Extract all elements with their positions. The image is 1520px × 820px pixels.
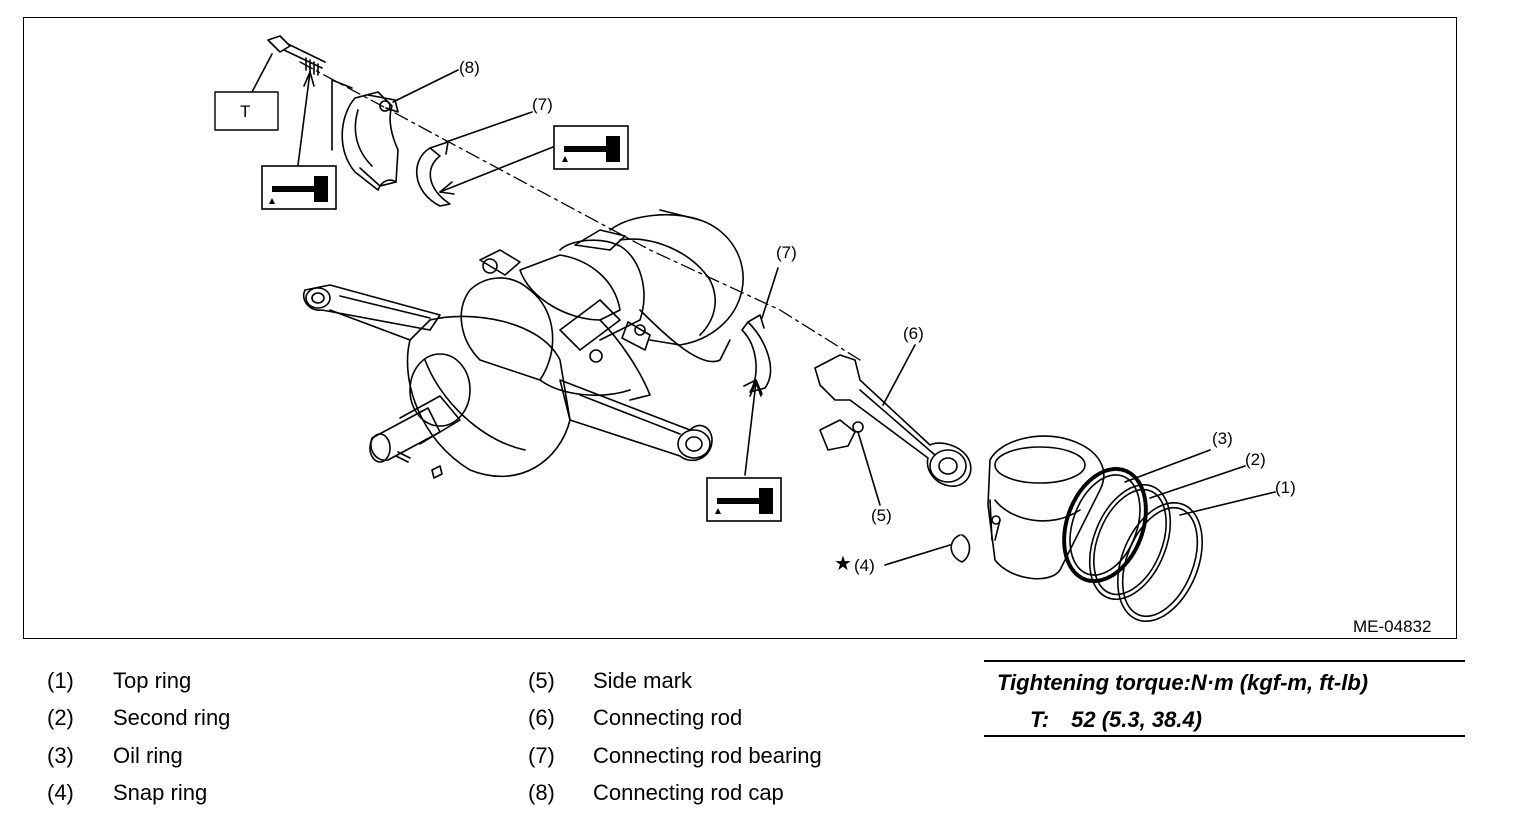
torque-spec-box: Tightening torque:N·m (kgf-m, ft-lb) T: 5… xyxy=(984,660,1465,737)
legend-label: Snap ring xyxy=(113,780,208,805)
upper-bearing xyxy=(416,111,533,207)
oil-can-icon xyxy=(261,165,337,210)
callout-3: (3) xyxy=(1212,429,1233,448)
legend-number: (5) xyxy=(528,668,555,693)
legend-left: (1) Top ring (2) Second ring (3) Oil rin… xyxy=(47,670,467,820)
figure-id: ME-04832 xyxy=(1353,617,1431,636)
torque-marker-box xyxy=(214,91,279,131)
connecting-rod xyxy=(814,344,972,506)
legend-number: (1) xyxy=(47,668,74,693)
callout-7-lower: (7) xyxy=(776,243,797,262)
oil-can-icon xyxy=(706,477,782,522)
legend-number: (6) xyxy=(528,705,555,730)
callout-2: (2) xyxy=(1245,450,1266,469)
top-ring xyxy=(1117,501,1203,623)
legend-label: Connecting rod xyxy=(593,705,743,730)
legend-label: Oil ring xyxy=(113,743,183,768)
exploded-diagram: T (8) (7) (7) (6) (5) ★ (4) (3) (2) (1) … xyxy=(214,35,1431,636)
legend-right: (5) Side mark (6) Connecting rod (7) Con… xyxy=(528,670,948,820)
center-line xyxy=(299,61,861,361)
oil-arrow-3 xyxy=(744,381,757,476)
callout-5: (5) xyxy=(871,506,892,525)
lower-bearing xyxy=(741,267,779,395)
star-icon: ★ xyxy=(834,551,852,575)
legend-label: Connecting rod bearing xyxy=(593,743,822,768)
figure-frame xyxy=(23,17,1457,639)
callout-4: (4) xyxy=(854,556,875,575)
legend-label: Second ring xyxy=(113,705,231,730)
torque-label: T: xyxy=(1030,707,1050,732)
connecting-rod-cap xyxy=(341,69,459,191)
torque-marker: T xyxy=(240,102,250,121)
oil-ring xyxy=(1062,466,1148,584)
torque-title: Tightening torque:N·m (kgf-m, ft-lb) xyxy=(997,670,1369,695)
legend-number: (3) xyxy=(47,743,74,768)
bolt xyxy=(251,35,326,93)
oil-arrow-1 xyxy=(439,146,554,193)
piston xyxy=(987,435,1105,580)
oil-can-icon xyxy=(553,125,629,170)
second-ring xyxy=(1088,483,1172,601)
callout-6: (6) xyxy=(903,324,924,343)
callout-7-upper: (7) xyxy=(532,95,553,114)
callout-1: (1) xyxy=(1275,478,1296,497)
callout-8: (8) xyxy=(459,58,480,77)
legend-label: Side mark xyxy=(593,668,693,693)
legend-number: (2) xyxy=(47,705,74,730)
crank-connecting-rod xyxy=(559,379,713,462)
legend-number: (4) xyxy=(47,780,74,805)
snap-ring xyxy=(884,534,971,566)
legend-number: (8) xyxy=(528,780,555,805)
legend-number: (7) xyxy=(528,743,555,768)
torque-value: 52 (5.3, 38.4) xyxy=(1071,707,1203,732)
legend-label: Top ring xyxy=(113,668,192,693)
legend-label: Connecting rod cap xyxy=(593,780,784,805)
torque-value-row: T: 52 (5.3, 38.4) xyxy=(1030,707,1202,733)
oil-arrow-2 xyxy=(297,71,311,166)
left-connecting-rod xyxy=(303,284,441,341)
crankshaft xyxy=(369,209,744,479)
